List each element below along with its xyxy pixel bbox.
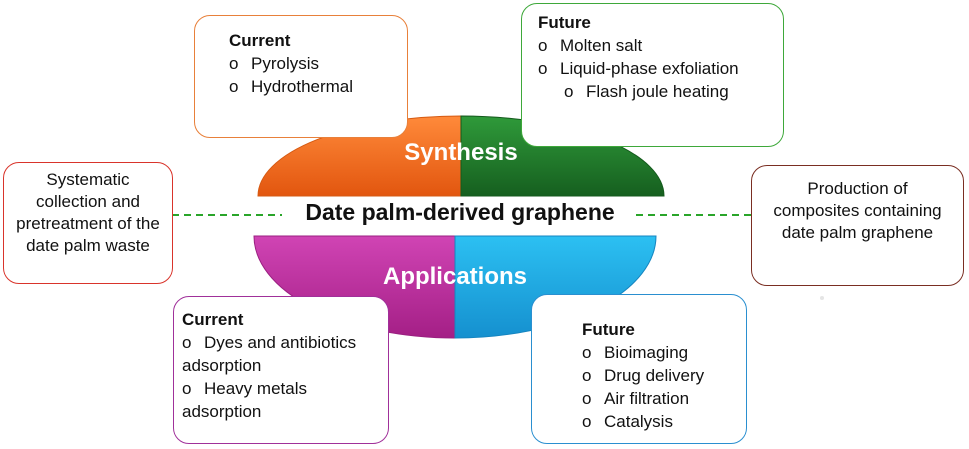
bullet-icon: o	[229, 54, 239, 73]
left-note-text: Systematic collection and pretreatment o…	[16, 170, 160, 255]
right-note-box: Production of composites containing date…	[751, 165, 964, 286]
bullet-icon: o	[182, 333, 192, 352]
bullet-icon: o	[582, 343, 592, 362]
bullet-icon: o	[182, 379, 192, 398]
synthesis-future-heading: Future	[538, 13, 591, 32]
bullet-icon: o	[582, 412, 592, 431]
bullet-icon: o	[229, 77, 239, 96]
synthesis-current-heading: Current	[229, 31, 291, 50]
bullet-icon: o	[538, 59, 548, 78]
applications-label: Applications	[382, 263, 527, 290]
main-title: Date palm-derived graphene	[305, 199, 615, 225]
bullet-icon: o	[582, 366, 592, 385]
decorative-dot	[820, 296, 824, 300]
applications-future-heading: Future	[582, 320, 635, 339]
left-note-box: Systematic collection and pretreatment o…	[3, 162, 173, 284]
bullet-icon: o	[564, 82, 574, 101]
synthesis-label: Synthesis	[404, 139, 518, 166]
applications-current-heading: Current	[182, 310, 244, 329]
bullet-icon: o	[538, 36, 548, 55]
right-note-text: Production of composites containing date…	[773, 179, 942, 242]
bullet-icon: o	[582, 389, 592, 408]
